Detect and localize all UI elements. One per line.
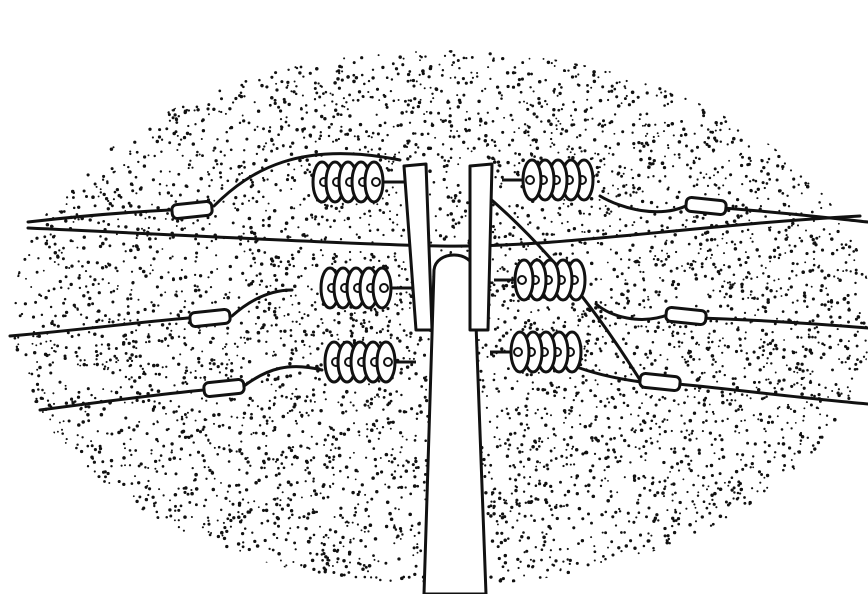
insulator-string-left-bottom (323, 340, 416, 384)
insulator-string-right-top (502, 158, 595, 202)
insulator-disc-hub (383, 357, 393, 367)
wire-right-top (720, 206, 868, 224)
insulator-disc-hub (371, 177, 381, 187)
jumper-right-top (598, 194, 692, 214)
stippled-oval-background (13, 50, 868, 586)
wires (8, 152, 868, 412)
jumper-left-bottom (242, 365, 324, 388)
wire-connector-sleeve (170, 199, 214, 221)
insulator-strings (311, 158, 595, 384)
wire-connector-sleeve (664, 305, 708, 327)
insulator-disc-hub (517, 275, 527, 285)
jumper-right-middle (594, 302, 672, 321)
wire-right-middle (698, 316, 868, 330)
wire-connectors (170, 195, 728, 399)
wire-left-bottom (38, 388, 206, 412)
bracket-left (402, 162, 434, 332)
bracket-right (468, 162, 494, 332)
insulator-disc-hub (379, 283, 389, 293)
jumper-left-middle (230, 288, 294, 318)
brackets (402, 162, 494, 332)
wire-connector-sleeve (638, 371, 682, 393)
pole (422, 253, 488, 594)
wire-right-bottom (676, 382, 868, 406)
wire-left-middle (8, 316, 190, 338)
insulator-string-right-middle (494, 258, 587, 302)
wire-connector-sleeve (188, 307, 232, 329)
wire-left-top (26, 208, 172, 224)
crossing-wire-top (26, 214, 862, 248)
insulator-string-right-bottom (490, 330, 583, 374)
pole-shaft (422, 253, 488, 594)
insulator-string-left-top (311, 160, 404, 204)
insulator-disc-hub (513, 347, 523, 357)
jumper-left-top (212, 152, 402, 208)
wire-connector-sleeve (684, 195, 728, 217)
insulator-disc-hub (525, 175, 535, 185)
insulator-string-left-middle (319, 266, 412, 310)
wire-connector-sleeve (202, 377, 246, 399)
